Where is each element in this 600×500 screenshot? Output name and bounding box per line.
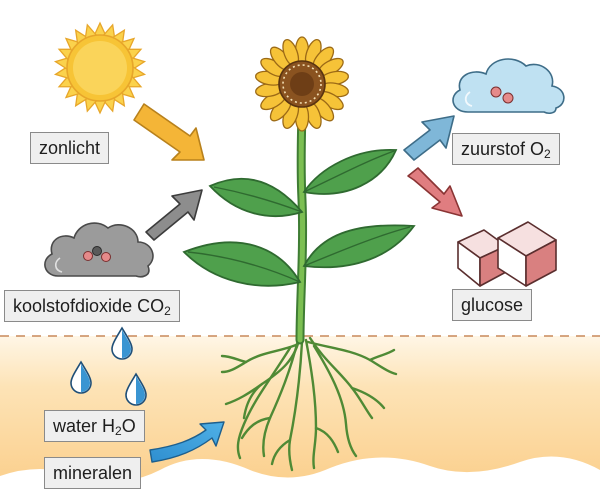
label-carbon-dioxide: koolstofdioxide CO2: [4, 290, 180, 322]
water-arrow: [149, 421, 225, 463]
leaf: [302, 149, 398, 195]
water-drop-icon: [125, 372, 147, 406]
soil: [0, 335, 600, 482]
glucose-cubes-icon: [457, 221, 557, 287]
label-water-subscript: 2: [115, 424, 122, 438]
label-minerals-text: mineralen: [53, 463, 133, 483]
label-minerals: mineralen: [44, 457, 142, 489]
leaf: [208, 177, 304, 218]
sun-icon: [53, 21, 147, 115]
label-oxygen-text: zuurstof O: [461, 139, 545, 159]
sunflower-icon: [255, 36, 349, 132]
label-sunlight: zonlicht: [30, 132, 110, 164]
label-carbon-dioxide-subscript: 2: [164, 304, 171, 318]
label-water-text: water H: [53, 416, 116, 436]
water-drops: [70, 326, 147, 406]
leaf: [182, 241, 302, 287]
label-water: water H2O: [44, 410, 145, 442]
label-water-text-after: O: [121, 416, 136, 436]
co2-cloud-icon: [44, 222, 154, 278]
glucose-arrow: [407, 167, 463, 217]
label-sunlight-text: zonlicht: [39, 138, 101, 158]
sunlight-arrow: [133, 103, 205, 161]
o2-arrow: [403, 115, 455, 161]
label-glucose-text: glucose: [461, 295, 524, 315]
label-glucose: glucose: [452, 289, 533, 321]
label-oxygen: zuurstof O2: [452, 133, 560, 165]
label-carbon-dioxide-text: koolstofdioxide CO: [13, 296, 165, 316]
water-drop-icon: [70, 360, 92, 394]
water-drop-icon: [111, 326, 133, 360]
co2-arrow: [145, 189, 203, 241]
leaf: [302, 224, 416, 269]
leaves: [182, 149, 416, 287]
label-oxygen-subscript: 2: [544, 147, 551, 161]
roots: [220, 333, 398, 472]
o2-cloud-icon: [452, 58, 565, 114]
stem: [295, 95, 308, 345]
